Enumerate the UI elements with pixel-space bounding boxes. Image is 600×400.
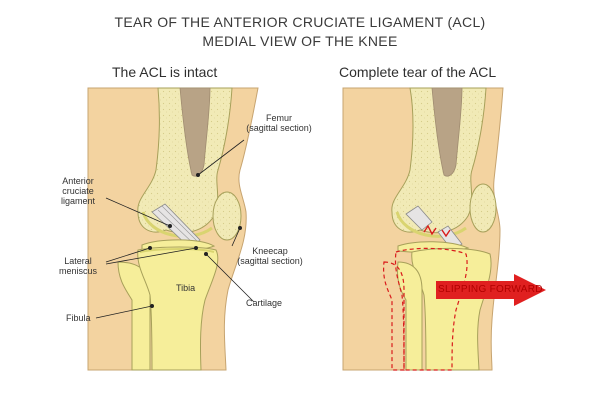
- tibia-original-outline: [394, 247, 468, 371]
- kneecap-label: Kneecap (sagittal section): [230, 246, 310, 266]
- right-knee: [342, 87, 504, 371]
- left-fibula: [117, 261, 151, 371]
- femur-label-text: Femur: [265, 113, 292, 123]
- left-panel-heading: The ACL is intact: [112, 64, 218, 80]
- tear-marks: [423, 224, 451, 238]
- kneecap-label-sub: (sagittal section): [237, 256, 303, 266]
- fibula-original-outline: [383, 261, 405, 371]
- right-femur-marrow: [431, 87, 463, 177]
- acl-label-line-2: cruciate: [62, 186, 94, 196]
- acl-label-line-3: ligament: [60, 196, 96, 206]
- title-line-1: TEAR OF THE ANTERIOR CRUCIATE LIGAMENT (…: [114, 14, 486, 30]
- acl-label: Anterior cruciate ligament: [46, 176, 110, 206]
- cartilage-label: Cartilage: [246, 298, 283, 308]
- lateral-meniscus-line-1: Lateral: [64, 256, 92, 266]
- fibula-label: Fibula: [66, 313, 91, 323]
- lateral-meniscus-label: Lateral meniscus: [50, 256, 106, 276]
- right-femur: [391, 87, 487, 234]
- femur-label-sub: (sagittal section): [246, 123, 312, 133]
- slipping-forward-arrow: [436, 274, 546, 306]
- left-tibia: [137, 246, 219, 371]
- right-tibia: [411, 247, 492, 371]
- right-kneecap: [469, 183, 497, 233]
- kneecap-label-text: Kneecap: [252, 246, 288, 256]
- right-panel-heading: Complete tear of the ACL: [339, 64, 497, 80]
- left-acl: [151, 203, 201, 249]
- left-kneecap: [212, 191, 242, 241]
- acl-label-line-1: Anterior: [62, 176, 94, 186]
- lateral-meniscus-line-2: meniscus: [58, 266, 97, 276]
- femur-label: Femur (sagittal section): [244, 113, 314, 133]
- right-acl-upper-stump: [405, 205, 433, 231]
- left-condyle-cartilage: [141, 211, 213, 238]
- slipping-forward-label: SLIPPING FORWARD: [438, 284, 543, 295]
- left-knee: [87, 87, 259, 371]
- left-femur: [137, 87, 233, 234]
- tibia-label: Tibia: [176, 283, 196, 293]
- title-line-2: MEDIAL VIEW OF THE KNEE: [202, 33, 398, 49]
- left-leader-lines: [95, 139, 255, 319]
